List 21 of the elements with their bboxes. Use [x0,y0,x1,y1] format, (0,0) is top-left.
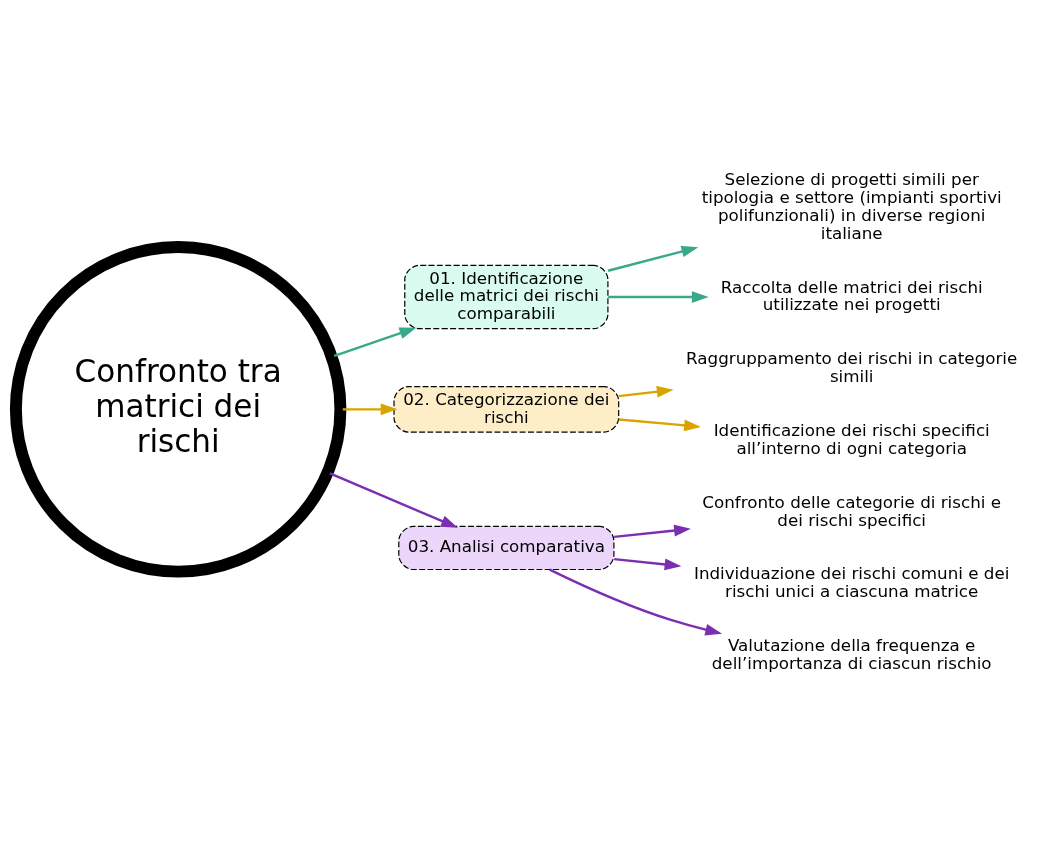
node-text: Valutazione della frequenza e dell’importanza di ciascun rischio [711,634,992,673]
node-text: Identificazione dei rischi specifici all’interno di ogni categoria [713,419,990,458]
arrow [614,557,682,571]
arrow [608,291,709,303]
node-text: Raccolta delle matrici dei rischi utilizzate nei progetti [720,276,983,315]
node-box: 02. Categorizzazione dei rischi [393,386,620,433]
node-text: Confronto delle categorie di rischi e dei rischi specifici [702,491,1002,530]
node-circle: Confronto tra matrici dei rischi [9,241,347,578]
node-box: 03. Analisi comparativa [398,525,615,571]
node-box: 01. Identificazione delle matrici dei rischi comparabili [404,264,609,330]
arrow [614,524,691,538]
arrow [329,472,458,528]
arrow [618,418,701,432]
node-text: Individuazione dei rischi comuni e dei rischi unici a ciascuna matrice [693,563,1010,602]
arrow [607,245,699,272]
arrow [333,327,417,358]
arrow [618,385,674,398]
node-text: Selezione di progetti simili per tipologia e settore (impianti sportivi polifunzionali) in diverse regioni italiane [701,168,1002,243]
arrow [342,403,398,416]
node-text: Raggruppamento dei rischi in categorie simili [686,348,1018,387]
arrow [549,568,723,636]
